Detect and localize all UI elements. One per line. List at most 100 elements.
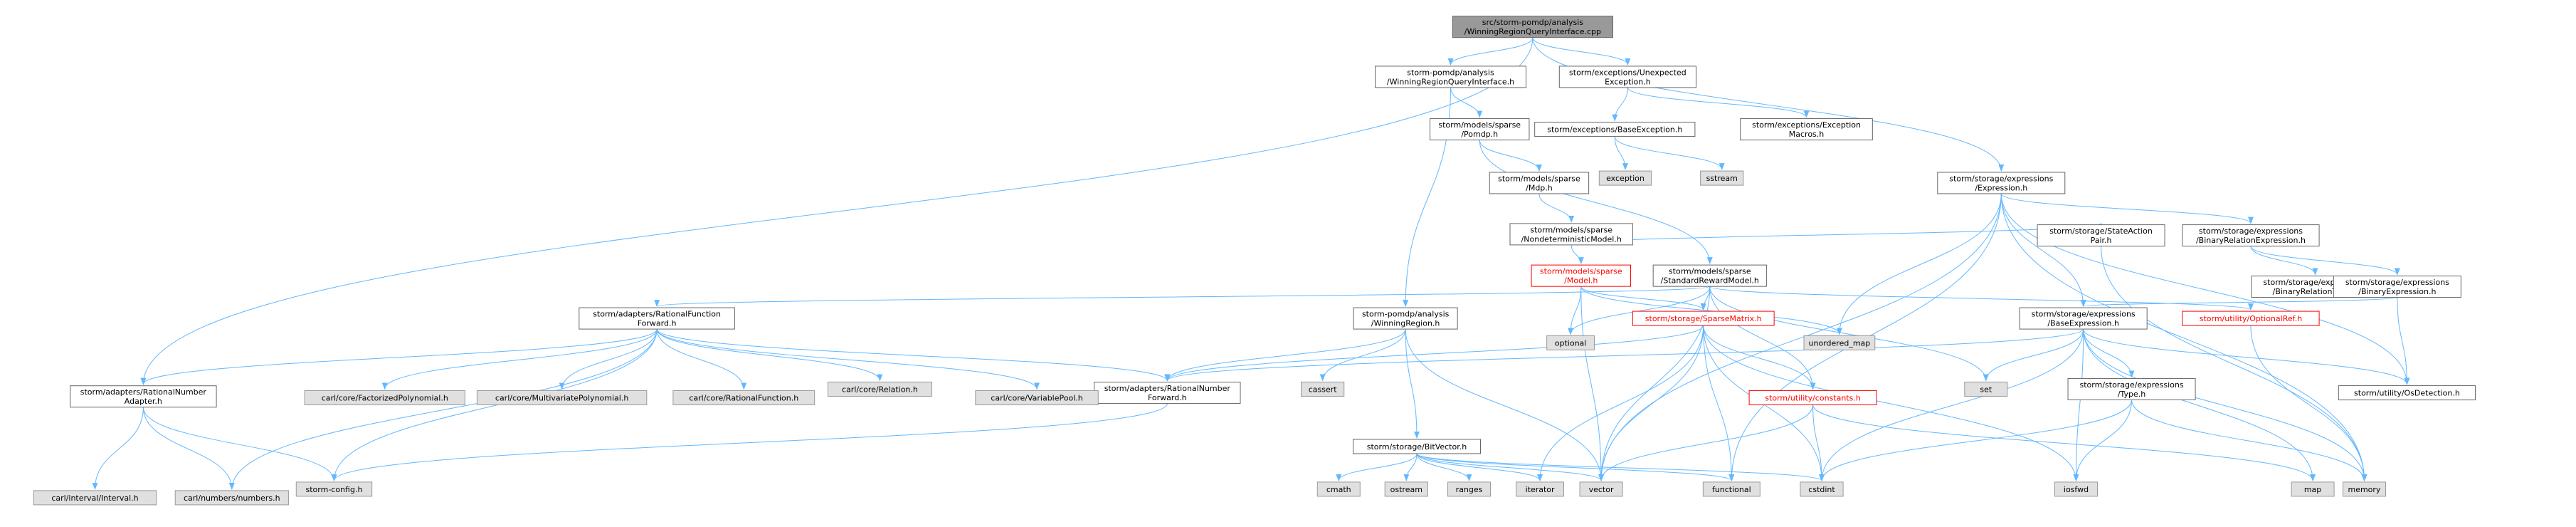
- node-box: [1430, 118, 1530, 141]
- node-box: [975, 390, 1099, 405]
- node-label: /Mdp.h: [1526, 183, 1553, 192]
- edge-model_h-to-vector: [1580, 286, 1605, 481]
- node-label: sstream: [1706, 174, 1738, 183]
- edge-optional_ref-to-memory: [2250, 325, 2368, 481]
- edge-state_action-to-memory: [2101, 246, 2368, 481]
- edge-sparse_matrix-to-iosfwd: [1703, 325, 2079, 481]
- edge-base_expr-to-rn_forward: [1164, 328, 2084, 382]
- node-label: /WinningRegionQueryInterface.h: [1387, 77, 1514, 86]
- node-label: carl/core/MultivariatePolynomial.h: [495, 393, 628, 402]
- node-std_reward[interactable]: storm/models/sparse/StandardRewardModel.…: [1652, 264, 1767, 287]
- node-label: storm-pomdp/analysis: [1407, 68, 1494, 77]
- node-box: [476, 390, 648, 405]
- node-expr_type[interactable]: storm/storage/expressions/Type.h: [2067, 377, 2196, 400]
- edge-winning_region_h-to-vector: [1405, 329, 1605, 481]
- node-label: optional: [1555, 338, 1587, 348]
- edge-nondet_model-to-state_action: [1571, 222, 2104, 246]
- edge-rn_forward-to-storm_config: [331, 403, 1168, 481]
- edge-binrel_expr-to-binrel_type: [2250, 246, 2318, 276]
- node-optional_ref[interactable]: storm/utility/OptionalRef.h: [2182, 311, 2320, 326]
- node-label: storm/exceptions/Exception: [1752, 120, 1861, 130]
- edge-rf_forward-to-fact_poly: [381, 329, 658, 390]
- node-box: [1353, 307, 1458, 330]
- edge-bitvector-to-ostream: [1403, 453, 1418, 481]
- edge-sparse_matrix-to-functional: [1703, 325, 1735, 481]
- edge-base_expr-to-os_detection: [2083, 328, 2410, 385]
- node-iosfwd: iosfwd: [2054, 481, 2098, 497]
- node-constants[interactable]: storm/utility/constants.h: [1748, 390, 1877, 405]
- node-label: storm/storage/SparseMatrix.h: [1645, 314, 1762, 323]
- edge-expr_type-to-memory: [2131, 400, 2368, 481]
- node-label: /Pomdp.h: [1461, 130, 1498, 139]
- node-label: iosfwd: [2064, 485, 2089, 494]
- node-box: [2333, 276, 2461, 298]
- node-box: [70, 385, 217, 408]
- edge-winning_region_h-to-rn_forward: [1164, 328, 1406, 382]
- node-expression_h[interactable]: storm/storage/expressions/Expression.h: [1937, 172, 2066, 194]
- edge-base_expr-to-iosfwd: [2073, 329, 2084, 481]
- edge-rational_number_adapter-to-storm_config: [142, 407, 337, 481]
- node-box: [2342, 481, 2386, 497]
- node-base_expr[interactable]: storm/storage/expressions/BaseExpression…: [2019, 307, 2148, 330]
- edge-pomdp_h-to-mdp_h: [1479, 140, 1542, 172]
- node-box: [2019, 307, 2148, 330]
- node-vector: vector: [1579, 481, 1623, 497]
- node-sparse_matrix[interactable]: storm/storage/SparseMatrix.h: [1632, 311, 1775, 326]
- edge-rf_forward-to-variable_pool: [656, 328, 1040, 390]
- node-box: [2338, 385, 2476, 401]
- node-label: storm/storage/StateAction: [2049, 226, 2153, 236]
- node-label: Forward.h: [638, 319, 677, 328]
- node-label: cassert: [1309, 385, 1338, 394]
- node-box: [1964, 381, 2008, 397]
- edge-root-to-wrqi_h: [1447, 37, 1534, 66]
- node-label: ostream: [1390, 485, 1422, 494]
- node-bitvector[interactable]: storm/storage/BitVector.h: [1353, 439, 1481, 454]
- node-label: memory: [2348, 485, 2380, 494]
- node-box: [1384, 481, 1428, 497]
- edge-std_reward-to-set: [1709, 286, 1989, 382]
- node-unordered_map: unordered_map: [1803, 335, 1876, 350]
- node-box: [1353, 439, 1481, 454]
- node-storm_config: storm-config.h: [295, 481, 373, 497]
- node-box: [2182, 311, 2320, 326]
- node-winning_region_h[interactable]: storm-pomdp/analysis/WinningRegion.h: [1353, 307, 1458, 330]
- edge-rational_number_adapter-to-interval: [92, 407, 144, 490]
- edge-base_expr-to-memory: [2083, 329, 2368, 481]
- node-binary_expr[interactable]: storm/storage/expressions/BinaryExpressi…: [2333, 276, 2461, 298]
- node-wrqi_h[interactable]: storm-pomdp/analysis/WinningRegionQueryI…: [1375, 66, 1527, 88]
- node-mdp_h[interactable]: storm/models/sparse/Mdp.h: [1489, 172, 1590, 194]
- node-label: src/storm-pomdp/analysis: [1482, 18, 1583, 27]
- node-box: [1301, 381, 1345, 397]
- edge-nondet_model-to-model_h: [1571, 244, 1584, 265]
- node-label: Forward.h: [1148, 393, 1187, 402]
- node-model_h[interactable]: storm/models/sparse/Model.h: [1531, 264, 1631, 287]
- node-box: [1598, 170, 1652, 186]
- node-label: storm-config.h: [306, 485, 363, 494]
- edge-constants-to-map: [1812, 405, 2316, 481]
- edge-std_reward-to-optional_ref: [1709, 286, 2254, 311]
- node-binrel_expr[interactable]: storm/storage/expressions/BinaryRelation…: [2182, 224, 2320, 247]
- node-box: [827, 381, 932, 397]
- node-label: set: [1980, 385, 1992, 394]
- node-box: [1558, 66, 1696, 88]
- edge-sparse_matrix-to-rn_forward: [1164, 325, 1704, 382]
- node-box: [33, 490, 157, 506]
- edge-model_h-to-unordered_map: [1580, 286, 1842, 335]
- node-base_exc[interactable]: storm/exceptions/BaseException.h: [1534, 122, 1696, 137]
- edge-expression_h-to-unordered_map: [1836, 193, 2002, 335]
- node-pomdp_h[interactable]: storm/models/sparse/Pomdp.h: [1430, 118, 1530, 141]
- node-os_detection[interactable]: storm/utility/OsDetection.h: [2338, 385, 2476, 401]
- node-label: functional: [1712, 485, 1751, 494]
- edge-bitvector-to-ranges: [1416, 453, 1472, 481]
- node-label: storm/adapters/RationalNumber: [1104, 384, 1231, 393]
- node-nondet_model[interactable]: storm/models/sparse/NondeterministicMode…: [1509, 223, 1633, 246]
- node-box: [1516, 481, 1564, 497]
- node-cstdint: cstdint: [1800, 481, 1844, 497]
- node-box: [1748, 390, 1877, 405]
